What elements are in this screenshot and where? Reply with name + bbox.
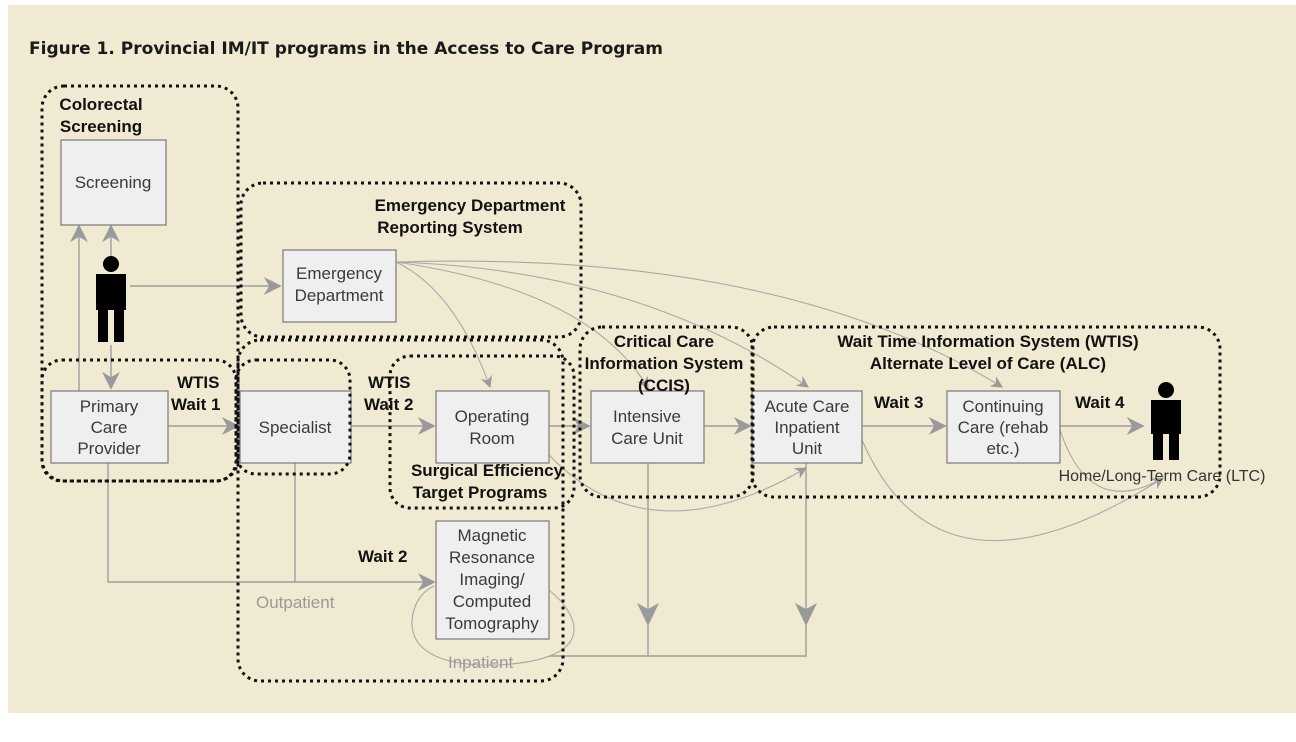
wait2-mri-label: Wait 2 <box>358 547 407 566</box>
node-mri-ct-label-2: Resonance <box>449 548 535 567</box>
node-emergency-box <box>282 249 397 323</box>
wtis-wait2-label-1: WTIS <box>368 373 411 392</box>
zone-surgical-imaging <box>236 338 565 683</box>
node-continuing-care-label-3: etc.) <box>986 439 1019 458</box>
zone-surgical-label-2: Target Programs <box>413 483 548 502</box>
node-acute-care: Acute Care Inpatient Unit <box>751 390 863 464</box>
node-specialist: Specialist <box>239 390 352 464</box>
node-mri-ct: Magnetic Resonance Imaging/ Computed Tom… <box>435 520 550 640</box>
node-continuing-care-label-1: Continuing <box>962 397 1043 416</box>
zone-ccis-label-2: Information System <box>585 354 744 373</box>
wtis-wait1-label-1: WTIS <box>177 373 220 392</box>
zone-colorectal-label-2: Screening <box>60 117 142 136</box>
node-operating-room-box <box>435 390 550 464</box>
zone-specialist-wtis <box>234 358 352 476</box>
wait4-label: Wait 4 <box>1075 393 1125 412</box>
zone-wtis-label-2: Alternate Level of Care (ALC) <box>870 354 1106 373</box>
node-mri-ct-label-3: Imaging/ <box>459 570 524 589</box>
curve-or-acute <box>548 454 808 512</box>
node-mri-ct-label-1: Magnetic <box>458 526 527 545</box>
zone-emergency-reporting <box>239 181 583 339</box>
node-screening-label: Screening <box>75 173 152 192</box>
node-emergency-label-2: Department <box>295 286 384 305</box>
patient-person-icon <box>96 256 126 342</box>
node-icu-label-2: Care Unit <box>611 429 683 448</box>
node-operating-room-label-1: Operating <box>455 407 530 426</box>
node-acute-care-box <box>751 390 863 464</box>
arrow-outpatient-mri <box>107 463 436 591</box>
node-emergency-label-1: Emergency <box>296 264 382 283</box>
node-primary-care-label-1: Primary <box>80 397 139 416</box>
node-continuing-care-box <box>946 390 1061 464</box>
wtis-wait1-label-2: Wait 1 <box>171 395 220 414</box>
zone-colorectal-screening <box>40 84 240 483</box>
wtis-wait2-label-2: Wait 2 <box>364 395 413 414</box>
node-primary-care-label-3: Provider <box>77 439 141 458</box>
curve-ed-continuing <box>395 260 1004 388</box>
curve-ed-icu <box>395 261 649 390</box>
node-mri-ct-box <box>435 520 550 640</box>
zone-wtis-alc <box>750 325 1222 499</box>
curve-continuing-home <box>1059 429 1164 492</box>
node-screening-box <box>60 139 167 226</box>
node-specialist-label: Specialist <box>259 418 332 437</box>
zone-primary-care-wtis <box>40 358 238 483</box>
figure-panel <box>8 5 1296 713</box>
inpatient-label: Inpatient <box>448 653 513 672</box>
node-specialist-box <box>239 390 352 464</box>
arrowhead-icu-down <box>637 603 659 626</box>
zone-wtis-label-1: Wait Time Information System (WTIS) <box>837 332 1138 351</box>
node-primary-care: Primary Care Provider <box>50 390 169 464</box>
node-emergency: Emergency Department <box>282 249 397 323</box>
node-icu: Intensive Care Unit <box>590 390 705 464</box>
node-primary-care-label-2: Care <box>91 418 128 437</box>
curve-ed-acute <box>395 261 809 388</box>
zone-ccis-label-1: Critical Care <box>614 332 714 351</box>
node-continuing-care: Continuing Care (rehab etc.) <box>946 390 1061 464</box>
home-person-icon <box>1151 382 1181 460</box>
zone-surgical-label-1: Surgical Efficiency <box>411 461 564 480</box>
node-operating-room-label-2: Room <box>469 429 514 448</box>
node-primary-care-box <box>50 390 169 464</box>
curve-mri-inpatient-loop <box>411 585 575 666</box>
connectors <box>70 224 1165 666</box>
zone-colorectal-label-1: Colorectal <box>59 95 142 114</box>
curve-ed-or <box>395 261 492 389</box>
node-operating-room: Operating Room <box>435 390 550 464</box>
zone-ccis-label-3: (CCIS) <box>638 376 690 395</box>
wait3-label: Wait 3 <box>874 393 923 412</box>
arrowhead-acute-down <box>795 603 817 626</box>
zone-ccis <box>578 325 755 499</box>
node-mri-ct-label-4: Computed <box>453 592 531 611</box>
node-acute-care-label-3: Unit <box>792 439 823 458</box>
node-mri-ct-label-5: Tomography <box>445 614 539 633</box>
node-icu-box <box>590 390 705 464</box>
curve-acute-home <box>861 439 1165 542</box>
node-acute-care-label-1: Acute Care <box>764 397 849 416</box>
node-acute-care-label-2: Inpatient <box>774 418 839 437</box>
outpatient-label: Outpatient <box>256 593 335 612</box>
figure-title: Figure 1. Provincial IM/IT programs in t… <box>29 39 663 59</box>
node-continuing-care-label-2: Care (rehab <box>958 418 1049 437</box>
line-inpatient-return <box>549 463 807 657</box>
home-ltc-label: Home/Long-Term Care (LTC) <box>1059 468 1266 485</box>
zone-surgical-efficiency <box>388 354 576 510</box>
node-screening: Screening <box>60 139 167 226</box>
zone-edrs-label-2: Reporting System <box>377 218 522 237</box>
zone-edrs-label-1: Emergency Department <box>375 196 566 215</box>
node-icu-label-1: Intensive <box>613 407 681 426</box>
